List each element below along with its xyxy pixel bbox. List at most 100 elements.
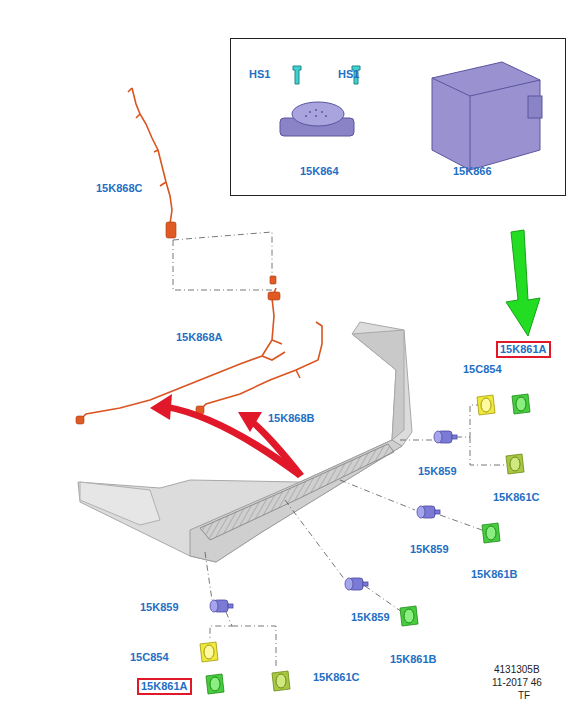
- part-number: 15K861C: [493, 491, 539, 504]
- illustration-part: [470, 437, 508, 465]
- parking-sensor: [210, 600, 233, 612]
- illustration-part: [404, 609, 414, 623]
- drawing-reference: 11-2017 46: [492, 677, 542, 689]
- illustration-part: [150, 394, 172, 420]
- parking-sensor: [417, 506, 440, 518]
- part-number: 15K861C: [313, 671, 359, 684]
- illustration-part: [272, 671, 290, 691]
- illustration-part: [340, 480, 415, 510]
- part-number: 15K859: [410, 543, 449, 556]
- illustration-part: [80, 288, 276, 420]
- illustration-part: [200, 444, 394, 540]
- illustration-part: [452, 435, 457, 439]
- illustration-part: [210, 677, 220, 691]
- illustration-part: [363, 582, 368, 586]
- illustration-part: [506, 230, 540, 336]
- sensor-bezel: [506, 454, 524, 474]
- illustration-part: [506, 454, 524, 474]
- illustration-part: [432, 78, 540, 170]
- illustration-part: [204, 645, 214, 659]
- part-number: 15K861A: [141, 680, 188, 693]
- sensor-bezel: [482, 523, 500, 543]
- illustration-part: [432, 62, 540, 170]
- illustration-part: [280, 62, 542, 170]
- parking-sensor: [434, 431, 457, 443]
- drawing-reference: TF: [518, 690, 530, 702]
- illustration-part: [80, 88, 322, 420]
- part-number: 15K861A: [500, 343, 547, 356]
- sensor-bezel: [477, 395, 495, 415]
- illustration-part: [486, 526, 496, 540]
- illustration-part: [200, 642, 218, 662]
- illustration-part: [434, 431, 442, 443]
- sensor-bezel: [272, 671, 290, 691]
- part-number: 15C854: [463, 363, 502, 376]
- illustration-part: [210, 612, 232, 640]
- illustration-part: [128, 88, 166, 186]
- illustration-part: [238, 412, 262, 432]
- illustration-part: [78, 322, 412, 562]
- illustration-part: [321, 111, 323, 113]
- part-number: 15K859: [351, 611, 390, 624]
- inset-frame: HS1 HS1 15K864 15K866: [230, 38, 566, 196]
- illustration-part: [80, 482, 160, 525]
- illustration-part: [440, 515, 482, 530]
- illustration-part: [276, 674, 286, 688]
- illustration-part: [315, 109, 317, 111]
- illustration-part: [190, 440, 402, 562]
- illustration-part: [76, 416, 84, 424]
- illustration-part: [481, 398, 491, 412]
- highlight-box: 15K861A: [496, 341, 551, 358]
- illustration-part: [305, 109, 327, 117]
- parking-sensor: [345, 578, 368, 590]
- illustration-part: [205, 552, 212, 600]
- illustration-part: [309, 111, 311, 113]
- illustration-part: [417, 506, 425, 518]
- part-number: 15K866: [453, 165, 492, 178]
- illustration-part: [352, 330, 404, 440]
- sensor-bezel: [512, 394, 530, 414]
- illustration-part: [132, 88, 172, 238]
- part-number: 15K861B: [471, 568, 517, 581]
- part-number: HS1: [338, 68, 359, 81]
- illustration-part: [510, 457, 520, 471]
- drawing-reference: 4131305B: [494, 664, 540, 676]
- illustration-part: [270, 276, 276, 284]
- illustration-part: [206, 674, 224, 694]
- part-number: 15K864: [300, 165, 339, 178]
- sensor-bezel: [200, 642, 218, 662]
- part-number: 15K859: [418, 465, 457, 478]
- illustration-part: [173, 232, 272, 282]
- illustration-part: [210, 600, 218, 612]
- illustration-part: [268, 292, 280, 300]
- part-number: 15C854: [130, 651, 169, 664]
- illustration-part: [325, 115, 327, 117]
- illustration-part: [293, 66, 301, 84]
- sensor-bezel: [206, 674, 224, 694]
- part-number: 15K859: [140, 601, 179, 614]
- illustration-part: [512, 394, 530, 414]
- part-number: 15K868C: [96, 182, 142, 195]
- illustration-part: [285, 500, 345, 580]
- part-number: 15K861B: [390, 653, 436, 666]
- illustration-part: [232, 626, 276, 668]
- illustration-part: [305, 115, 307, 117]
- sensor-bezel: [400, 606, 418, 626]
- part-number: HS1: [249, 68, 270, 81]
- part-number: 15K868A: [176, 331, 222, 344]
- illustration-part: [150, 394, 304, 478]
- illustration-part: [76, 222, 280, 424]
- illustration-part: [400, 606, 418, 626]
- illustration-part: [345, 578, 353, 590]
- illustration-part: [228, 604, 233, 608]
- illustration-part: [516, 397, 526, 411]
- illustration-part: [400, 440, 432, 441]
- illustration-part: [173, 240, 272, 290]
- illustration-part: [456, 405, 478, 437]
- part-number: 15K868B: [268, 412, 314, 425]
- illustration-part: [477, 395, 495, 415]
- illustration-part: [166, 222, 176, 238]
- illustration-part: [262, 340, 285, 360]
- illustration-part: [250, 420, 304, 478]
